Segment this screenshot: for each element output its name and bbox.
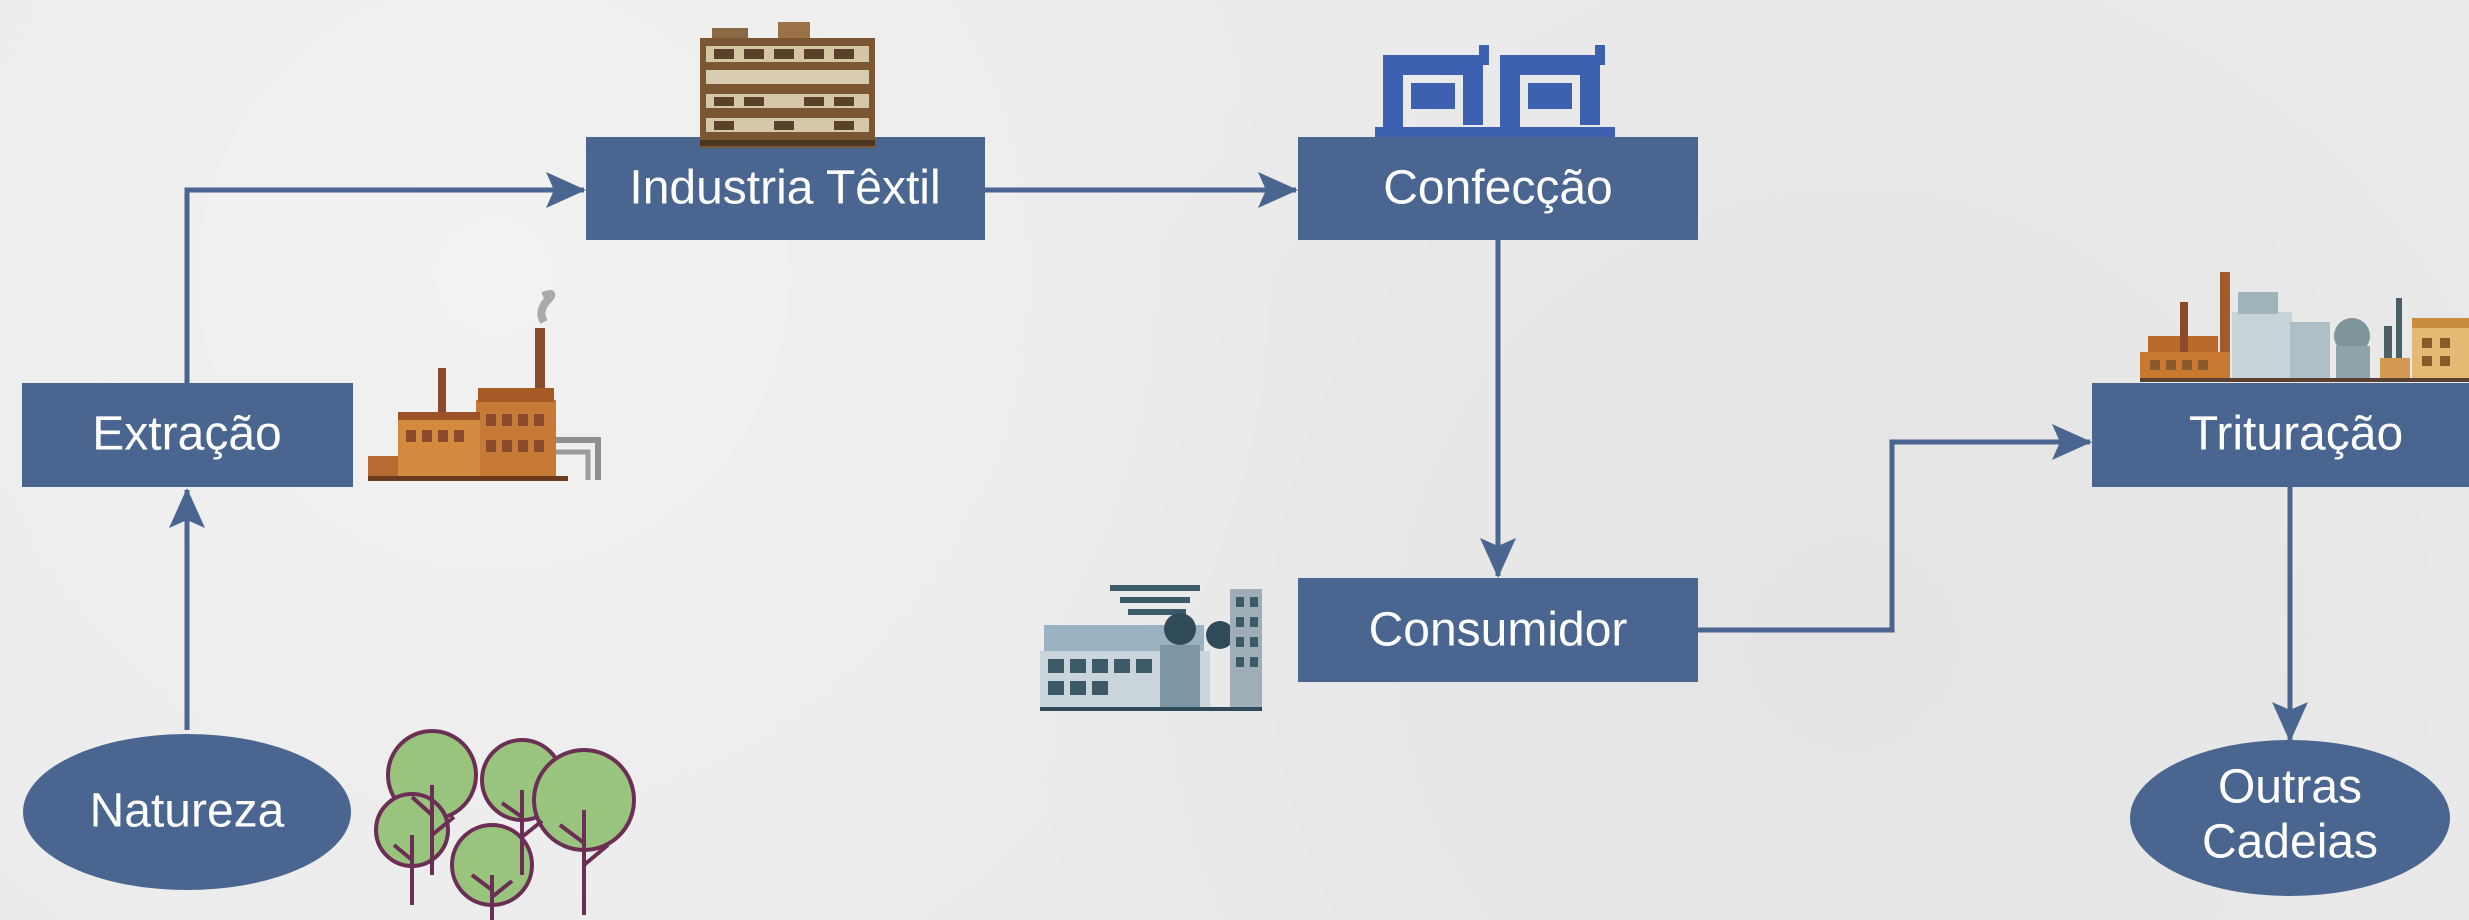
node-natureza: Natureza (23, 734, 351, 890)
node-natureza-label: Natureza (90, 785, 285, 838)
edge-consumidor-trituracao (1698, 424, 2092, 633)
node-confeccao-label: Confecção (1383, 162, 1612, 215)
node-industria-textil-label: Industria Têxtil (629, 162, 940, 215)
sewing-machines-icon (1375, 45, 1615, 137)
node-outras-cadeias: Outras Cadeias (2130, 740, 2450, 896)
connectors (169, 172, 2308, 742)
factory-building-icon (700, 22, 875, 148)
city-buildings-icon (1040, 585, 1262, 711)
node-confeccao: Confecção (1298, 137, 1698, 240)
industrial-plant-icon (368, 290, 601, 481)
recycling-plant-icon (2140, 272, 2469, 382)
node-industria-textil: Industria Têxtil (586, 137, 985, 240)
node-consumidor: Consumidor (1298, 578, 1698, 682)
node-outras-cadeias-line1: Outras (2218, 761, 2362, 814)
node-trituracao-label: Trituração (2189, 408, 2403, 461)
trees-icon (374, 729, 636, 920)
node-extracao-label: Extração (92, 408, 281, 461)
node-trituracao: Trituração (2092, 383, 2469, 487)
node-consumidor-label: Consumidor (1369, 604, 1628, 657)
node-extracao: Extração (22, 383, 353, 487)
node-outras-cadeias-line2: Cadeias (2202, 816, 2378, 869)
edge-extracao-industria (184, 172, 586, 383)
